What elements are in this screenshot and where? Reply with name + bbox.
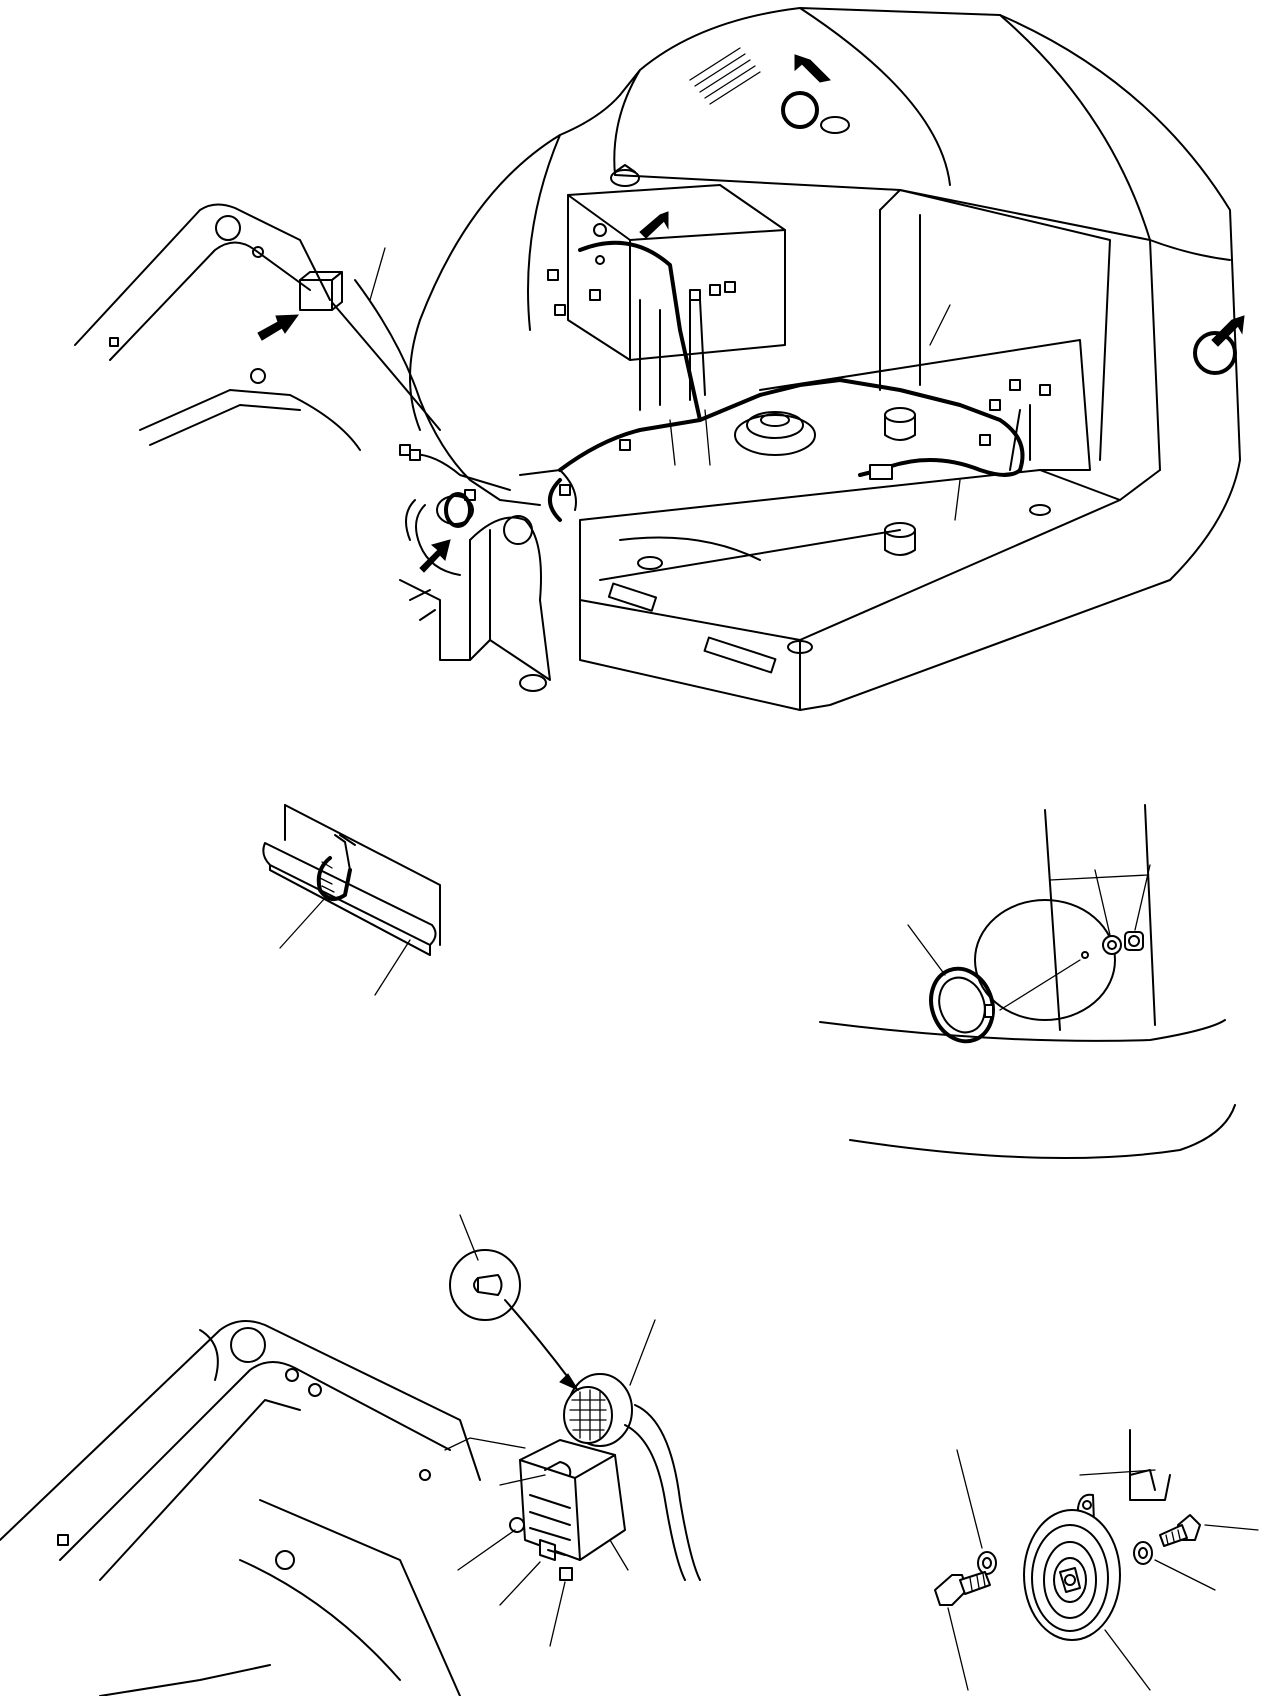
leader-line: [929, 304, 951, 346]
lamp-fasteners: [444, 1437, 573, 1581]
side-lamp-washer: [1102, 935, 1122, 955]
leader-line: [457, 1529, 516, 1571]
wiring-harness: [299, 240, 1051, 522]
leader-line: [669, 419, 676, 466]
horn-assembly: [934, 1429, 1259, 1691]
horn-ring-marker: [444, 492, 472, 528]
work-light: [563, 1373, 701, 1581]
leader-line: [629, 1319, 656, 1386]
leader-line: [1104, 1629, 1151, 1691]
leader-line: [947, 1607, 969, 1691]
callout-arrow-side-lamp: [1211, 315, 1245, 347]
leader-line-harness: [374, 939, 411, 996]
boom-work-light-assembly: [0, 1214, 701, 1696]
horn-washer-right: [1133, 1541, 1153, 1565]
leader-line-clamp: [279, 897, 326, 949]
leader-line: [369, 247, 386, 301]
washer: [509, 1517, 525, 1533]
leader-line: [459, 1214, 479, 1261]
callout-arrow-boom-lamp: [257, 314, 300, 341]
leader-line: [956, 1449, 983, 1549]
rear-cover: [613, 7, 1241, 711]
harness-clamp-detail: [262, 804, 441, 996]
side-lamp-lens: [929, 966, 995, 1044]
machine-overview-panel: [74, 7, 1245, 711]
boom-base: [74, 203, 577, 692]
callout-arrow-rear-lamp: [794, 54, 832, 83]
leader-line: [1204, 1524, 1259, 1531]
lamp-mounting-hole-outline: [974, 899, 1116, 1021]
leader-line: [954, 479, 961, 521]
leader-line: [907, 924, 946, 976]
upper-frame: [409, 94, 1161, 711]
leader-line: [1134, 864, 1151, 931]
bulb-inset: [449, 1249, 580, 1392]
side-lamp-ring-marker: [1193, 331, 1237, 375]
lamp-guard: [519, 1439, 626, 1561]
leader-line: [499, 1561, 541, 1606]
callout-arrow-battery: [639, 211, 669, 239]
rear-lamp-ring-marker: [781, 91, 819, 129]
nut: [559, 1567, 573, 1581]
leader-line: [549, 1581, 566, 1647]
overview-leader-lines: [369, 247, 961, 521]
leader-line: [1094, 869, 1111, 936]
side-lamp-detail: [819, 804, 1236, 1159]
leader-line: [1154, 1559, 1216, 1591]
callout-arrow-horn: [419, 539, 451, 573]
leader-line: [704, 409, 711, 466]
battery-box: [567, 164, 786, 361]
callout-arrows: [257, 54, 1245, 573]
side-lamp-nut: [1124, 931, 1144, 951]
leader-line: [609, 1539, 629, 1571]
horn-washer-left: [977, 1551, 997, 1575]
